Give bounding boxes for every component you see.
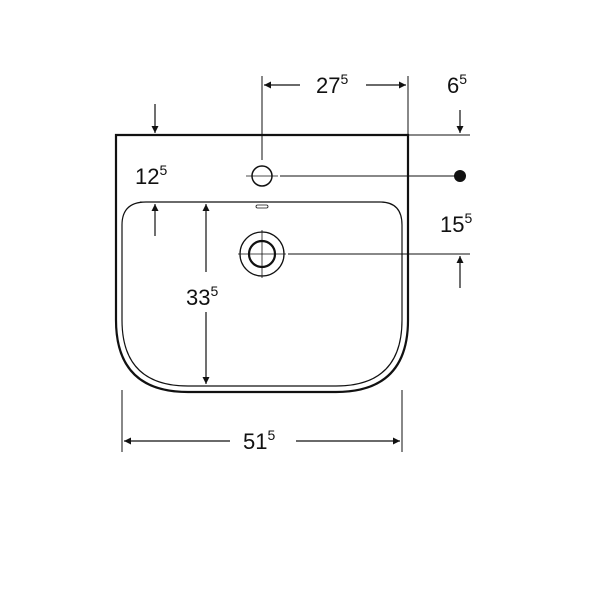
tap-hole bbox=[246, 165, 278, 187]
extension-lines bbox=[121, 76, 470, 452]
drain bbox=[238, 230, 286, 278]
dim-right-offset: 65 bbox=[447, 71, 467, 182]
dim-left-depth-label: 125 bbox=[135, 162, 167, 189]
bowl-outline bbox=[121, 201, 403, 387]
dim-total-width: 515 bbox=[123, 427, 400, 454]
dim-right-depth-label: 155 bbox=[440, 210, 472, 237]
basin-outline bbox=[114, 133, 410, 394]
dim-total-width-label: 515 bbox=[243, 427, 275, 454]
overflow-slot bbox=[255, 204, 269, 209]
dim-left-depth: 125 bbox=[135, 104, 167, 236]
dim-right-offset-label: 65 bbox=[447, 71, 467, 98]
dim-top-width: 275 bbox=[264, 71, 406, 98]
dim-right-depth: 155 bbox=[440, 210, 472, 288]
dim-top-width-label: 275 bbox=[316, 71, 348, 98]
dim-bowl-depth: 335 bbox=[186, 204, 218, 384]
dim-bowl-depth-label: 335 bbox=[186, 283, 218, 310]
